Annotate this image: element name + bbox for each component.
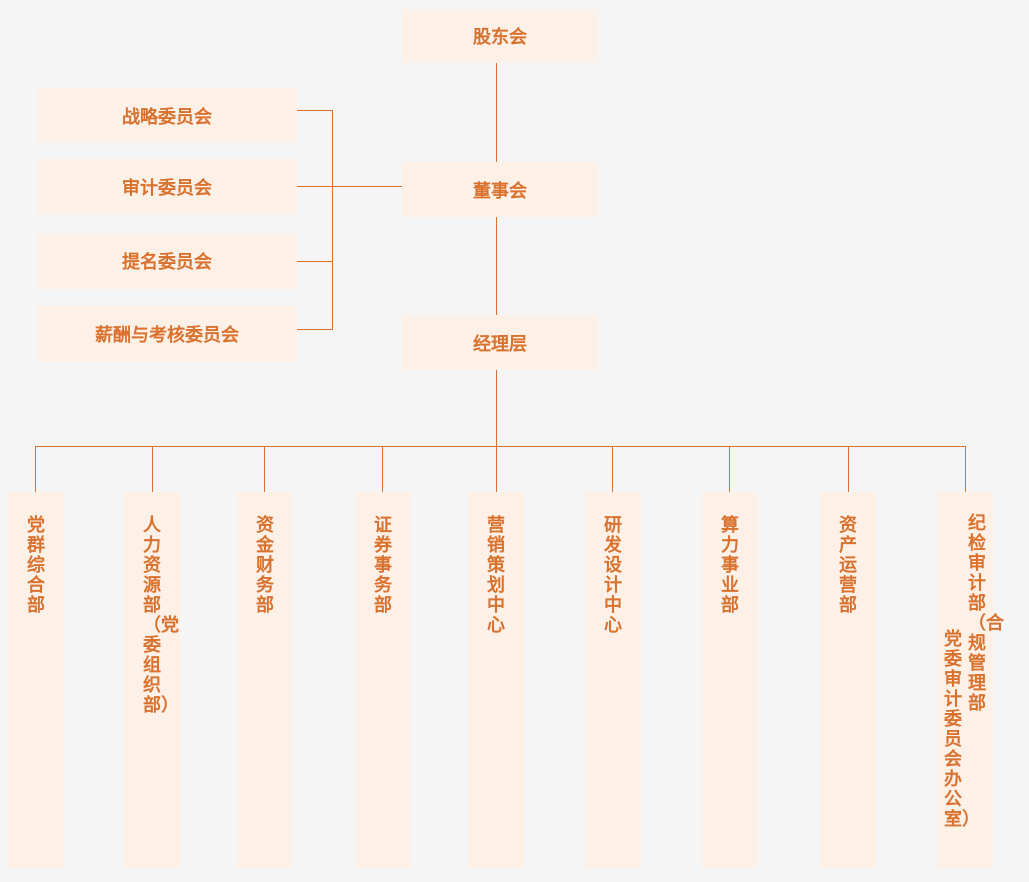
connector-dept-3	[264, 446, 265, 492]
dept-label: 研发设计中心	[604, 515, 622, 636]
dept-discipline-audit[interactable]: 党委审计委员会办公室） 纪检审计部（合规管理部	[937, 492, 1004, 868]
board-node[interactable]: 董事会	[402, 162, 598, 217]
dept-party-general[interactable]: 党群综合部	[8, 492, 64, 868]
dept-asset-operation[interactable]: 资产运营部	[820, 492, 876, 868]
dept-label-sub: 党委审计委员会办公室）	[944, 629, 980, 830]
management-label: 经理层	[473, 333, 527, 355]
dept-label-columns: 党委审计委员会办公室） 纪检审计部（合规管理部	[937, 513, 1004, 830]
dept-marketing[interactable]: 营销策划中心	[468, 492, 524, 868]
connector-dept-9	[965, 446, 966, 492]
connector-committee-1	[297, 110, 333, 111]
dept-label: 营销策划中心	[487, 515, 505, 636]
connector-committees-board	[297, 186, 403, 187]
dept-label: 证券事务部	[374, 515, 392, 616]
connector-dept-4	[382, 446, 383, 492]
connector-board-management	[496, 217, 497, 315]
committee-label: 审计委员会	[122, 178, 212, 199]
connector-dept-7	[729, 446, 730, 492]
committee-strategy[interactable]: 战略委员会	[37, 88, 297, 143]
connector-committee-bracket	[332, 110, 333, 330]
connector-management-bus	[496, 370, 497, 447]
connector-dept-1	[35, 446, 36, 492]
connector-dept-5	[496, 446, 497, 492]
committee-label: 提名委员会	[122, 252, 212, 273]
connector-shareholders-board	[496, 63, 497, 162]
committee-audit[interactable]: 审计委员会	[37, 159, 297, 215]
shareholders-node[interactable]: 股东会	[402, 9, 598, 63]
shareholders-label: 股东会	[473, 27, 527, 48]
connector-committee-3	[297, 261, 333, 262]
board-label: 董事会	[473, 180, 527, 202]
dept-label: 人力资源部（党委组织部）	[143, 515, 179, 716]
connector-dept-2	[152, 446, 153, 492]
connector-department-bus	[35, 446, 966, 447]
committee-label: 薪酬与考核委员会	[95, 325, 239, 346]
committee-nomination[interactable]: 提名委员会	[37, 233, 297, 289]
dept-label: 党群综合部	[27, 515, 45, 616]
dept-human-resources[interactable]: 人力资源部（党委组织部）	[124, 492, 180, 868]
dept-label: 资金财务部	[256, 515, 274, 616]
dept-finance[interactable]: 资金财务部	[237, 492, 293, 868]
connector-committee-4	[297, 329, 333, 330]
management-node[interactable]: 经理层	[402, 315, 598, 370]
dept-label: 资产运营部	[839, 515, 857, 616]
connector-dept-6	[612, 446, 613, 492]
dept-label: 算力事业部	[721, 515, 739, 616]
connector-dept-8	[848, 446, 849, 492]
dept-rnd-design[interactable]: 研发设计中心	[585, 492, 641, 868]
dept-label-main: 纪检审计部（合规管理部	[968, 513, 1004, 714]
dept-computing[interactable]: 算力事业部	[702, 492, 758, 868]
committee-label: 战略委员会	[122, 106, 212, 128]
committee-remuneration[interactable]: 薪酬与考核委员会	[37, 306, 297, 362]
dept-securities[interactable]: 证券事务部	[355, 492, 411, 868]
